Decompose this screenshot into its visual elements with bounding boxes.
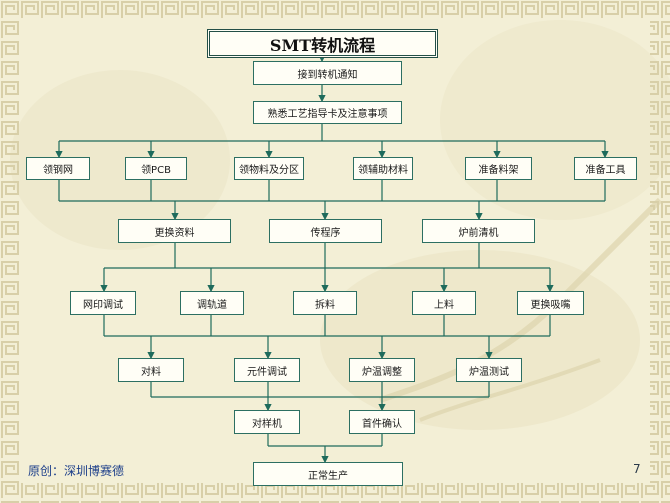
node-production: 正常生产 xyxy=(253,462,403,486)
node-component-debug: 元件调试 xyxy=(234,358,300,382)
node-rack: 准备料架 xyxy=(465,157,532,180)
node-change-nozzle: 更换吸嘴 xyxy=(517,291,584,315)
node-load: 上料 xyxy=(412,291,476,315)
node-change-data: 更换资料 xyxy=(118,219,231,243)
node-print-debug: 网印调试 xyxy=(70,291,136,315)
node-materials: 领物料及分区 xyxy=(234,157,304,180)
node-transfer-program: 传程序 xyxy=(269,219,382,243)
node-check-material: 对料 xyxy=(118,358,184,382)
diagram-title: SMT转机流程 xyxy=(207,29,438,58)
node-clean-oven: 炉前清机 xyxy=(422,219,535,243)
node-notice: 接到转机通知 xyxy=(253,61,402,85)
node-oven-test: 炉温测试 xyxy=(456,358,522,382)
credit-text: 原创：深圳博赛德 xyxy=(28,464,125,478)
node-oven-adjust: 炉温调整 xyxy=(349,358,415,382)
node-tools: 准备工具 xyxy=(574,157,637,180)
node-familiarize: 熟悉工艺指导卡及注意事项 xyxy=(253,101,402,124)
node-first-article: 首件确认 xyxy=(349,410,415,434)
node-track-adjust: 调轨道 xyxy=(180,291,244,315)
page-number: 7 xyxy=(633,462,641,476)
node-sample-check: 对样机 xyxy=(234,410,300,434)
node-unload: 拆料 xyxy=(293,291,357,315)
node-auxiliary: 领辅助材料 xyxy=(353,157,413,180)
node-pcb: 领PCB xyxy=(125,157,187,180)
node-stencil: 领钢网 xyxy=(26,157,90,180)
